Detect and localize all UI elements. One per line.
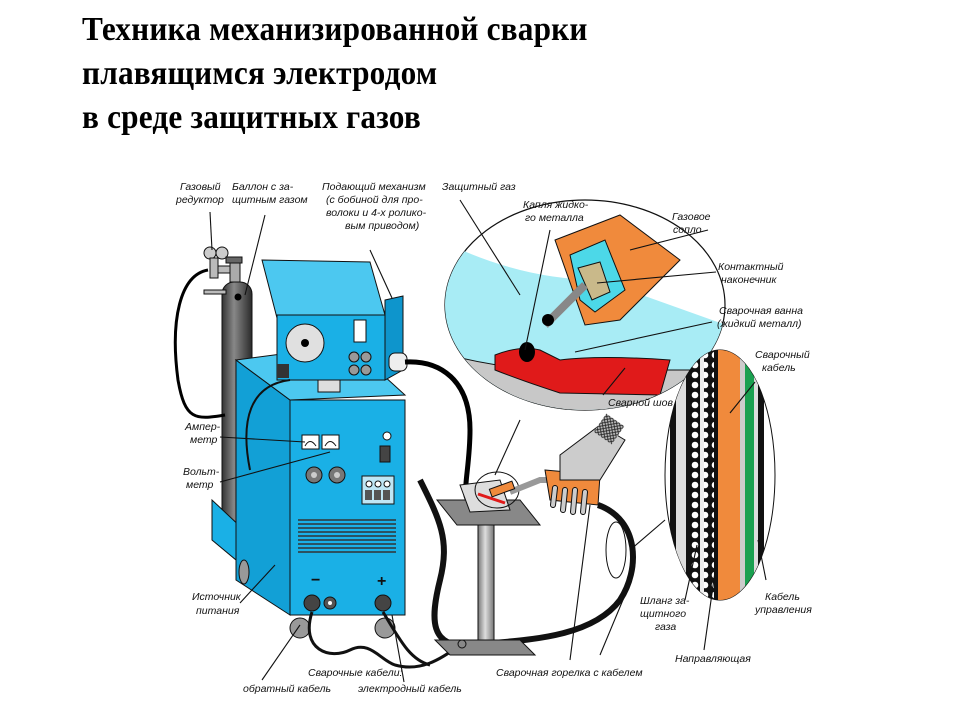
return-cable (307, 611, 461, 669)
title-line-3: в среде защитных газов (82, 99, 421, 136)
gas-reducer-icon (203, 246, 243, 295)
label-feed-mechanism: Подающий механизм(с бобиной для про-воло… (322, 181, 427, 232)
welding-table (433, 471, 542, 656)
torch-cable-upper (404, 359, 473, 503)
gas-hose-layer (676, 350, 686, 600)
guide-spiral (690, 350, 700, 600)
label-return-cable: обратный кабель (243, 683, 331, 695)
plus-terminal-label: + (377, 573, 386, 590)
metal-drop (519, 342, 535, 362)
cable-cross-section (664, 349, 776, 601)
page-title: Техника механизированной сварки плавящим… (82, 8, 588, 140)
electrode-cable (381, 611, 431, 667)
leader-lines (209, 199, 767, 683)
power-source: − + (211, 344, 407, 639)
minus-terminal[interactable] (303, 594, 321, 612)
label-electrode-cable: электродный кабель (358, 683, 462, 695)
label-weld-seam: Сварной шов (608, 397, 673, 409)
label-metal-drop: Капля жидко-го металла (523, 199, 589, 224)
welding-cable-layer (718, 350, 740, 600)
title-line-1: Техника механизированной сварки (82, 11, 588, 48)
label-guide: Направляющая (675, 653, 751, 665)
feed-mechanism (261, 259, 408, 393)
label-voltmeter: Вольт-метр (183, 466, 220, 491)
minus-terminal-label: − (311, 572, 320, 589)
label-torch-with-cable: Сварочная горелка с кабелем (496, 667, 643, 679)
contact-tip (577, 261, 611, 301)
label-welding-cables: Сварочные кабели: (308, 667, 403, 679)
label-weld-pool: Сварочная ванна(жидкий металл) (717, 305, 803, 330)
welding-torch (488, 413, 627, 579)
vent-grille (298, 518, 396, 556)
control-cable-layer (745, 350, 754, 600)
power-switch[interactable] (379, 445, 391, 463)
title-line-2: плавящимся электродом (82, 55, 438, 92)
label-shielding-gas: Защитный газ (442, 181, 516, 193)
gas-hose-line (173, 268, 226, 419)
label-ammeter: Ампер-метр (184, 421, 221, 446)
plus-terminal[interactable] (374, 594, 392, 612)
label-gas-cylinder: Баллон с за-щитным газом (232, 181, 308, 206)
